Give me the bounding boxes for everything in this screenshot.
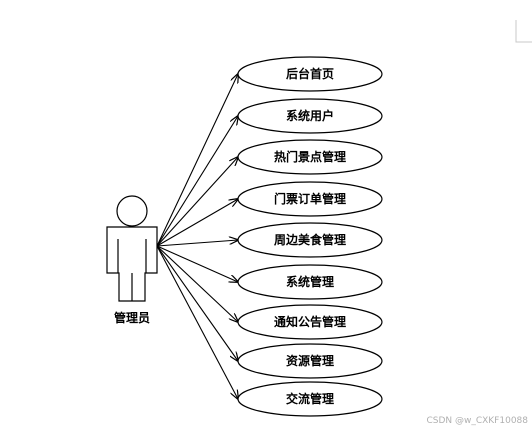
association-arrow-home [156,74,238,247]
use-case-label: 系统管理 [286,274,334,289]
use-case-ticket-orders: 门票订单管理 [237,181,383,217]
page-corner-mark [515,20,532,43]
use-case-ellipse [237,343,383,379]
use-case-label: 交流管理 [286,391,334,406]
use-case-label: 后台首页 [286,66,334,81]
association-arrow-nearby-food [156,240,238,247]
actor-administrator: 管理员 [106,195,158,325]
use-case-home: 后台首页 [237,56,383,92]
association-arrow-notices [156,245,238,322]
use-case-ellipse [237,264,383,300]
use-case-label: 资源管理 [286,353,334,368]
watermark: CSDN @w_CXKF10088 [426,416,528,426]
use-case-nearby-food: 周边美食管理 [237,222,383,258]
use-case-hot-attractions: 热门景点管理 [237,139,383,175]
association-arrow-ticket-orders [156,199,238,247]
use-case-system-management: 系统管理 [237,264,383,300]
association-arrow-hot-attractions [156,157,238,247]
use-case-ellipse [237,304,383,340]
association-arrow-system-users [156,116,238,247]
use-case-label: 周边美食管理 [274,232,346,247]
use-case-label: 通知公告管理 [274,314,346,329]
use-case-ellipse [237,98,383,134]
use-case-label: 系统用户 [286,108,334,123]
use-case-communication: 交流管理 [237,381,383,417]
use-case-ellipse [237,381,383,417]
actor-body [106,226,158,302]
actor-label: 管理员 [114,310,150,325]
use-case-label: 门票订单管理 [274,191,346,206]
use-case-ellipse [237,181,383,217]
association-arrow-communication [156,245,238,399]
use-case-ellipse [237,139,383,175]
use-case-resources: 资源管理 [237,343,383,379]
association-lines [156,74,238,399]
use-case-notices: 通知公告管理 [237,304,383,340]
use-case-list: 后台首页系统用户热门景点管理门票订单管理周边美食管理系统管理通知公告管理资源管理… [237,56,383,417]
use-case-label: 热门景点管理 [274,149,346,164]
association-arrow-resources [156,245,238,361]
use-case-ellipse [237,56,383,92]
association-arrow-system-management [156,245,238,282]
use-case-system-users: 系统用户 [237,98,383,134]
actor-head [116,195,148,227]
use-case-ellipse [237,222,383,258]
